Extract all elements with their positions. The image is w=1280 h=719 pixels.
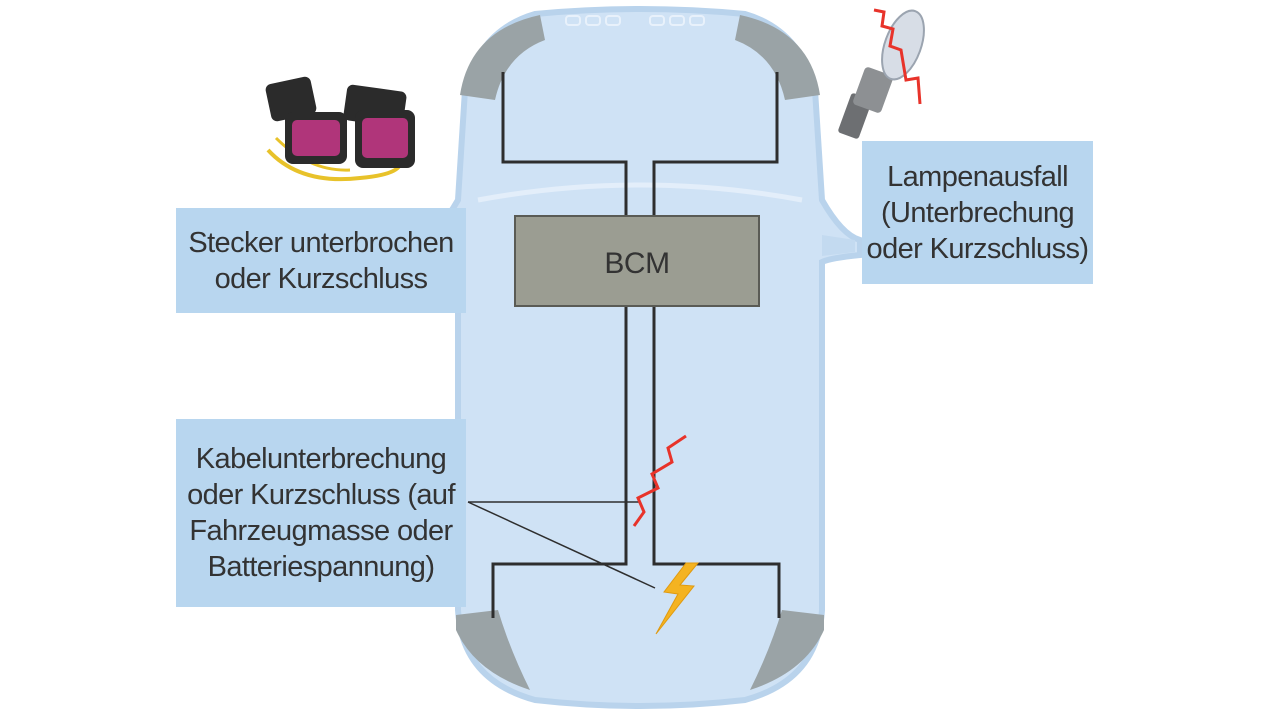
cable-label-line-2: oder Kurzschluss (auf — [187, 479, 455, 511]
cable-label-line-3: Fahrzeugmasse oder — [189, 515, 453, 547]
rear-left-lamp — [456, 610, 530, 690]
connector-fault-label: Stecker unterbrochen oder Kurzschluss — [176, 208, 466, 313]
front-grille — [565, 15, 705, 26]
windshield-line — [477, 182, 803, 203]
connector-label-line-2: oder Kurzschluss — [214, 262, 428, 295]
front-left-lamp — [460, 15, 545, 100]
car-body — [417, 6, 863, 709]
wiring-harness — [491, 72, 781, 618]
front-right-lamp — [735, 15, 820, 100]
cable-label-line-4: Batteriespannung) — [207, 551, 435, 583]
wiring-connector-icon — [265, 76, 415, 182]
wire-front-left — [501, 72, 628, 216]
cable-label-line-1: Kabelunterbrechung — [195, 443, 447, 475]
wire-rear-left — [491, 306, 628, 618]
cable-fault-pointers — [467, 501, 656, 589]
h1-bulb-icon — [838, 8, 925, 139]
lamp-label-line-2: (Unterbrechung — [880, 196, 1075, 229]
rear-right-lamp — [750, 610, 824, 690]
wire-front-right — [652, 72, 779, 216]
lamp-label-line-3: oder Kurzschluss) — [866, 232, 1089, 265]
right-mirror — [822, 235, 855, 256]
cable-fault-label: Kabelunterbrechung oder Kurzschluss (auf… — [176, 419, 466, 607]
lamp-label-line-1: Lampenausfall — [887, 160, 1068, 193]
connector-label-line-1: Stecker unterbrochen — [188, 226, 454, 259]
bcm-label: BCM — [604, 247, 669, 280]
lamp-fault-label: Lampenausfall (Unterbrechung oder Kurzsc… — [862, 141, 1093, 284]
wire-rear-right — [652, 306, 781, 618]
bcm-module: BCM — [514, 215, 760, 307]
lightning-bolt-icon — [655, 562, 700, 635]
zigzag-break-icon — [632, 434, 687, 527]
